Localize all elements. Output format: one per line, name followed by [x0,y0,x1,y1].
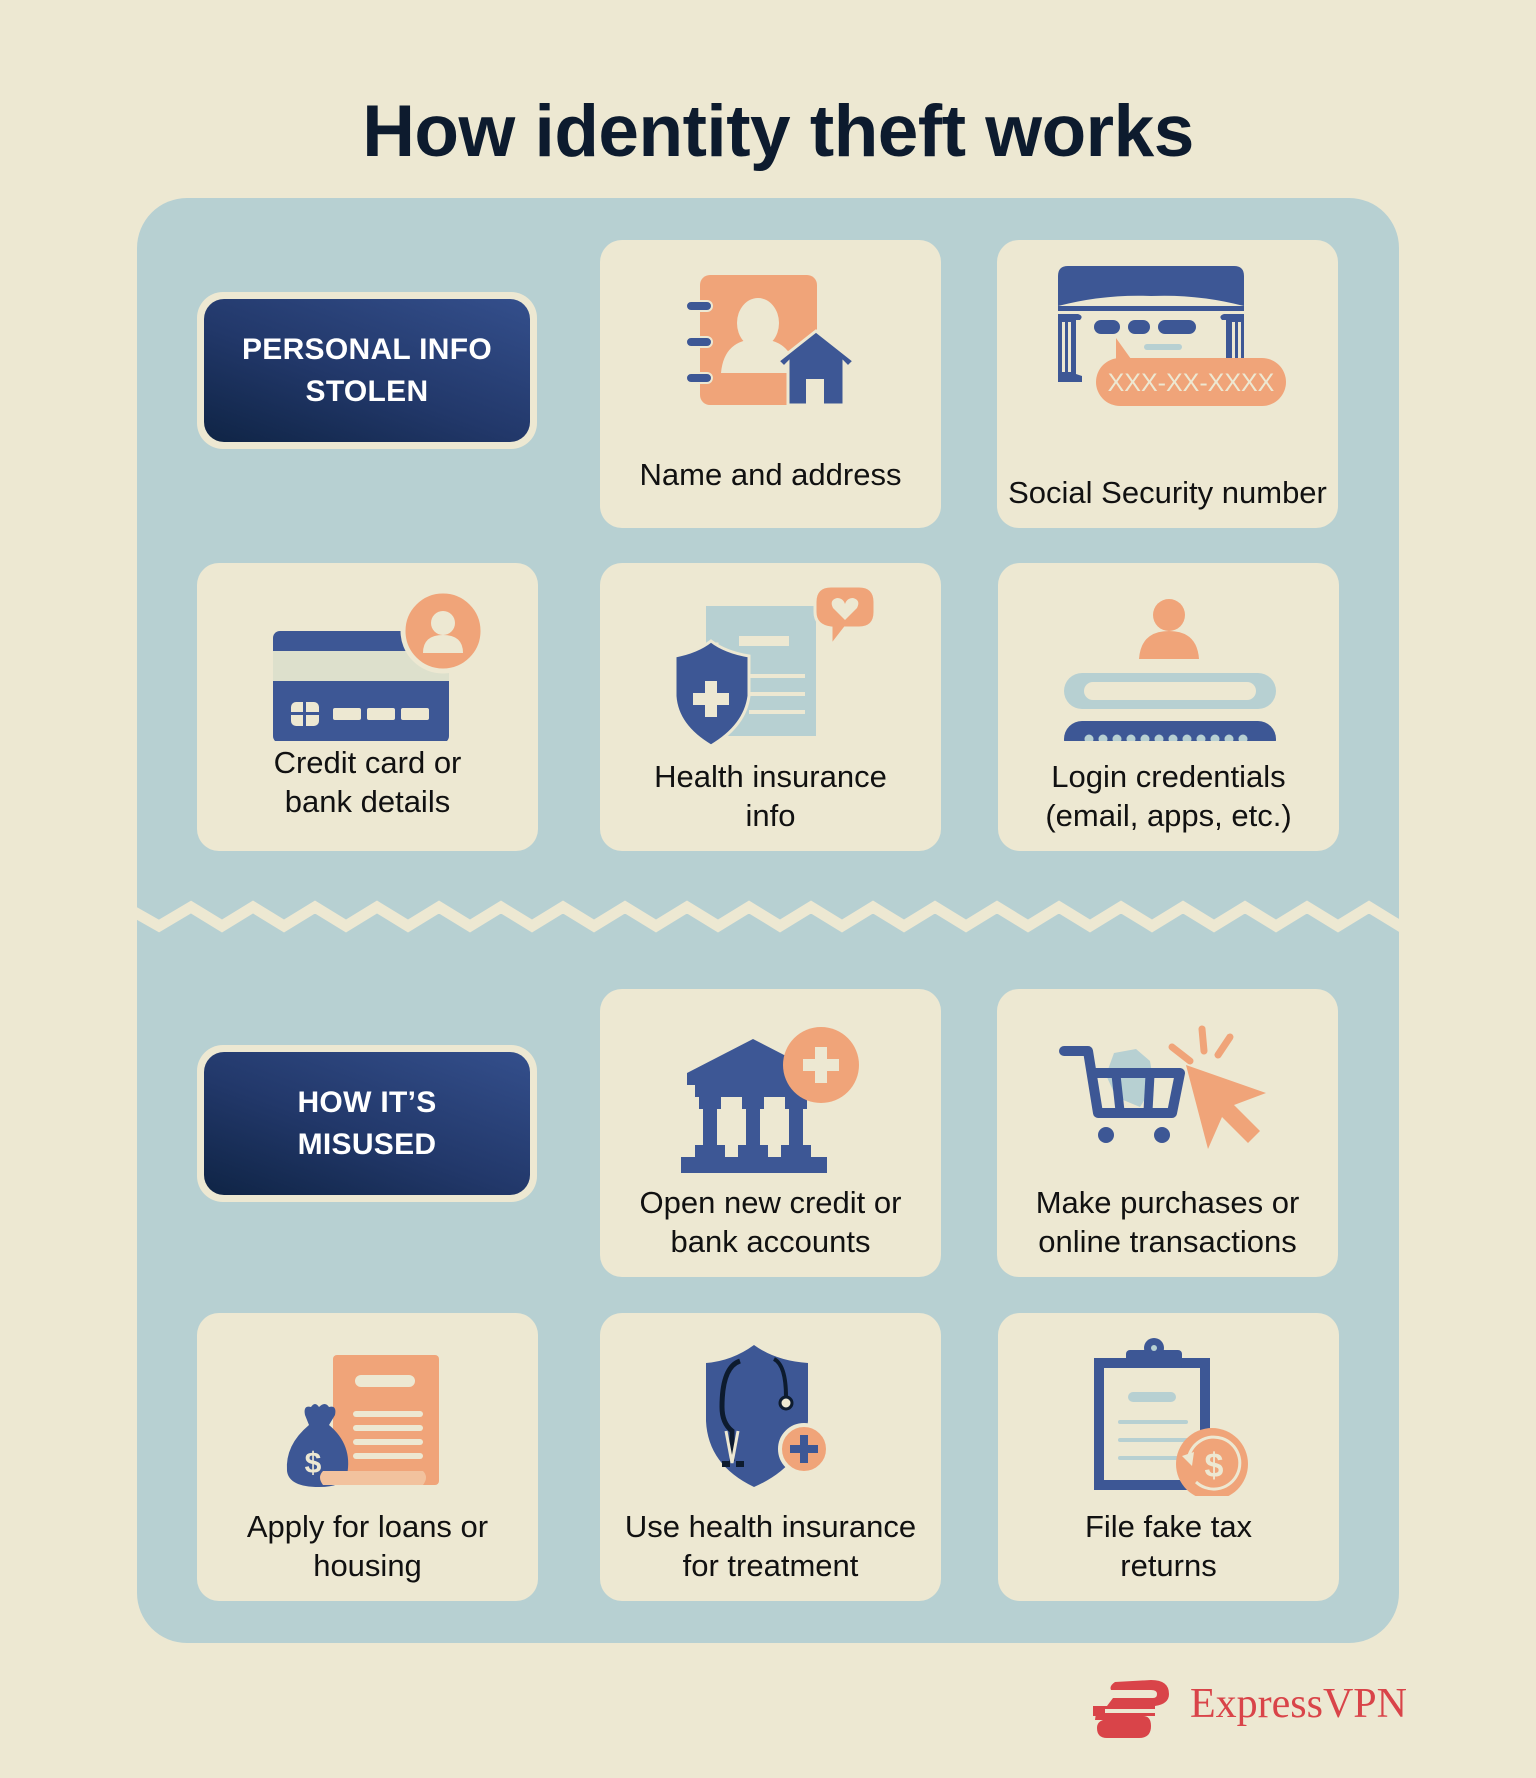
health-insurance-shield-icon [600,571,941,761]
card-label: Make purchases or online transactions [1035,1185,1300,1259]
page-title: How identity theft works [362,91,1194,172]
section-tag-personal-info-stolen: PERSONAL INFO STOLEN [197,292,537,449]
card-label: File fake tax returns [1084,1509,1253,1583]
bank-plus-icon [600,1003,941,1193]
card-social-security-number: XXX-XX-XXXX Social Security number [997,240,1338,528]
credit-card-user-icon [197,571,538,761]
clipboard-tax-refund-icon: $ [998,1321,1339,1511]
loan-document-money-bag-icon: $ [197,1325,538,1515]
card-apply-loans-housing: $ Apply for loans or housing [197,1313,538,1601]
card-label: Name and address [639,457,902,492]
card-use-health-insurance: Use health insurance for treatment [600,1313,941,1601]
card-label: Social Security number [1008,475,1327,510]
shopping-cart-cursor-icon [997,1005,1338,1195]
brand-name: ExpressVPN [1190,1681,1407,1727]
card-file-fake-tax-returns: $ File fake tax returns [998,1313,1339,1601]
card-make-purchases: Make purchases or online transactions [997,989,1338,1277]
expressvpn-logo-icon [1093,1680,1169,1738]
card-label: Use health insurance for treatment [624,1509,917,1583]
card-login-credentials: Login credentials (email, apps, etc.) [998,563,1339,851]
section-tag-label: PERSONAL INFO STOLEN [241,332,493,408]
svg-text:$: $ [304,1447,321,1480]
card-name-and-address: Name and address [600,240,941,528]
card-health-insurance-info: Health insurance info [600,563,941,851]
card-credit-card-bank-details: Credit card or bank details [197,563,538,851]
section-tag-label: HOW IT’S MISUSED [297,1085,437,1161]
card-label: Login credentials (email, apps, etc.) [1045,759,1292,833]
card-label: Apply for loans or housing [246,1509,489,1583]
card-label: Open new credit or bank accounts [639,1185,902,1259]
social-security-card-icon: XXX-XX-XXXX [997,236,1338,426]
section-tag-how-its-misused: HOW IT’S MISUSED [197,1045,537,1202]
login-credentials-icon [998,571,1339,761]
svg-text:$: $ [1204,1447,1223,1485]
stethoscope-shield-plus-icon [600,1321,941,1511]
card-label: Health insurance info [654,759,887,833]
card-open-new-accounts: Open new credit or bank accounts [600,989,941,1277]
zigzag-divider [137,900,1399,933]
svg-text:XXX-XX-XXXX: XXX-XX-XXXX [1107,369,1274,397]
address-book-house-icon [600,250,941,440]
card-label: Credit card or bank details [273,745,462,819]
